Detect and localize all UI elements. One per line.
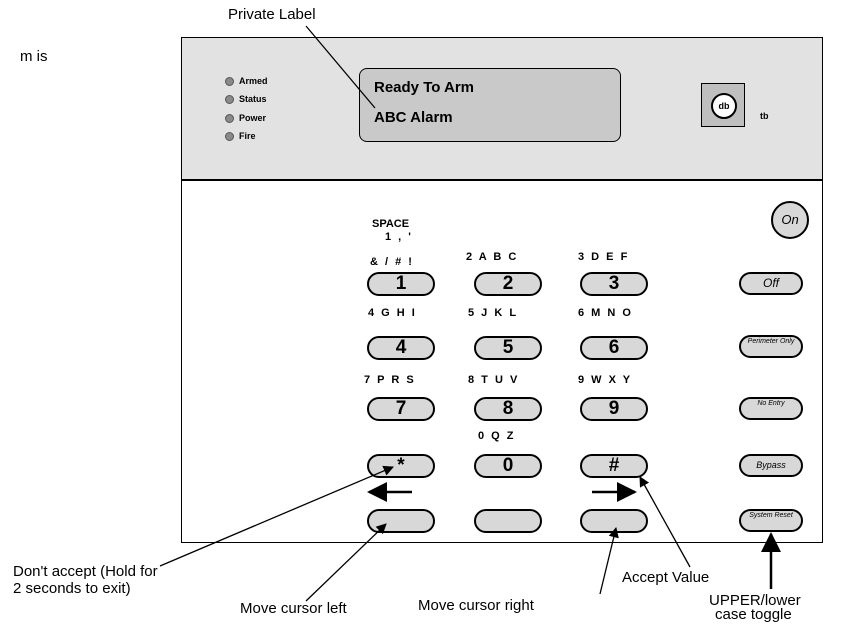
upper-lower-callout-line1: UPPER/lower [709, 592, 801, 609]
display-line-1: Ready To Arm [374, 79, 475, 96]
tb-label: tb [760, 111, 769, 121]
fire-led [225, 132, 234, 141]
status-led [225, 95, 234, 104]
star-key-button[interactable]: * [367, 454, 435, 478]
keypad-key-panel [181, 180, 823, 543]
key-3-letters: 3 D E F [578, 251, 630, 263]
move-right-callout: Move cursor right [418, 597, 534, 614]
dont-accept-callout-line1: Don't accept (Hold for [13, 563, 158, 580]
key-1-letters-top: 1 , ' [385, 231, 413, 243]
key-7-button[interactable]: 7 [367, 397, 435, 421]
private-label-callout: Private Label [228, 6, 316, 23]
key-8-button[interactable]: 8 [474, 397, 542, 421]
move-left-callout: Move cursor left [240, 600, 347, 617]
blank-middle-button[interactable] [474, 509, 542, 533]
move-right-leader [599, 526, 619, 595]
key-2-letters: 2 A B C [466, 251, 519, 263]
key-0-letters: 0 Q Z [478, 430, 516, 442]
accept-value-callout: Accept Value [622, 569, 710, 586]
key-8-letters: 8 T U V [468, 374, 520, 386]
space-caption: SPACE [372, 218, 410, 230]
status-led-label: Status [239, 94, 267, 104]
key-4-button[interactable]: 4 [367, 336, 435, 360]
lcd-display: Ready To Arm ABC Alarm [359, 68, 621, 142]
bypass-button[interactable]: Bypass [739, 454, 803, 477]
key-9-letters: 9 W X Y [578, 374, 633, 386]
accept-value-leader [639, 476, 691, 568]
key-5-letters: 5 J K L [468, 307, 519, 319]
private-label-leader [305, 25, 376, 109]
key-7-letters: 7 P R S [364, 374, 416, 386]
dont-accept-leader [159, 465, 394, 567]
cropped-text-fragment: m is [20, 48, 48, 65]
hash-key-button[interactable]: # [580, 454, 648, 478]
perimeter-only-button[interactable]: Perimeter Only [739, 335, 803, 358]
off-button[interactable]: Off [739, 272, 803, 295]
power-led [225, 114, 234, 123]
key-2-button[interactable]: 2 [474, 272, 542, 296]
power-led-label: Power [239, 113, 267, 123]
armed-led [225, 77, 234, 86]
system-reset-button[interactable]: System Reset [739, 509, 803, 532]
key-4-letters: 4 G H I [368, 307, 417, 319]
key-5-button[interactable]: 5 [474, 336, 542, 360]
fire-led-label: Fire [239, 131, 256, 141]
key-9-button[interactable]: 9 [580, 397, 648, 421]
on-button[interactable]: On [771, 201, 809, 239]
key-6-button[interactable]: 6 [580, 336, 648, 360]
armed-led-label: Armed [239, 76, 268, 86]
key-1-letters-bottom: & / # ! [370, 256, 414, 268]
move-left-leader [305, 523, 387, 602]
keypad-sensor-box: db [701, 83, 745, 127]
key-1-button[interactable]: 1 [367, 272, 435, 296]
key-0-button[interactable]: 0 [474, 454, 542, 478]
no-entry-button[interactable]: No Entry [739, 397, 803, 420]
display-line-2: ABC Alarm [374, 109, 453, 126]
key-6-letters: 6 M N O [578, 307, 633, 319]
dont-accept-callout-line2: 2 seconds to exit) [13, 580, 131, 597]
sensor-icon: db [711, 93, 737, 119]
upper-lower-callout-line2: case toggle [715, 606, 792, 623]
key-3-button[interactable]: 3 [580, 272, 648, 296]
